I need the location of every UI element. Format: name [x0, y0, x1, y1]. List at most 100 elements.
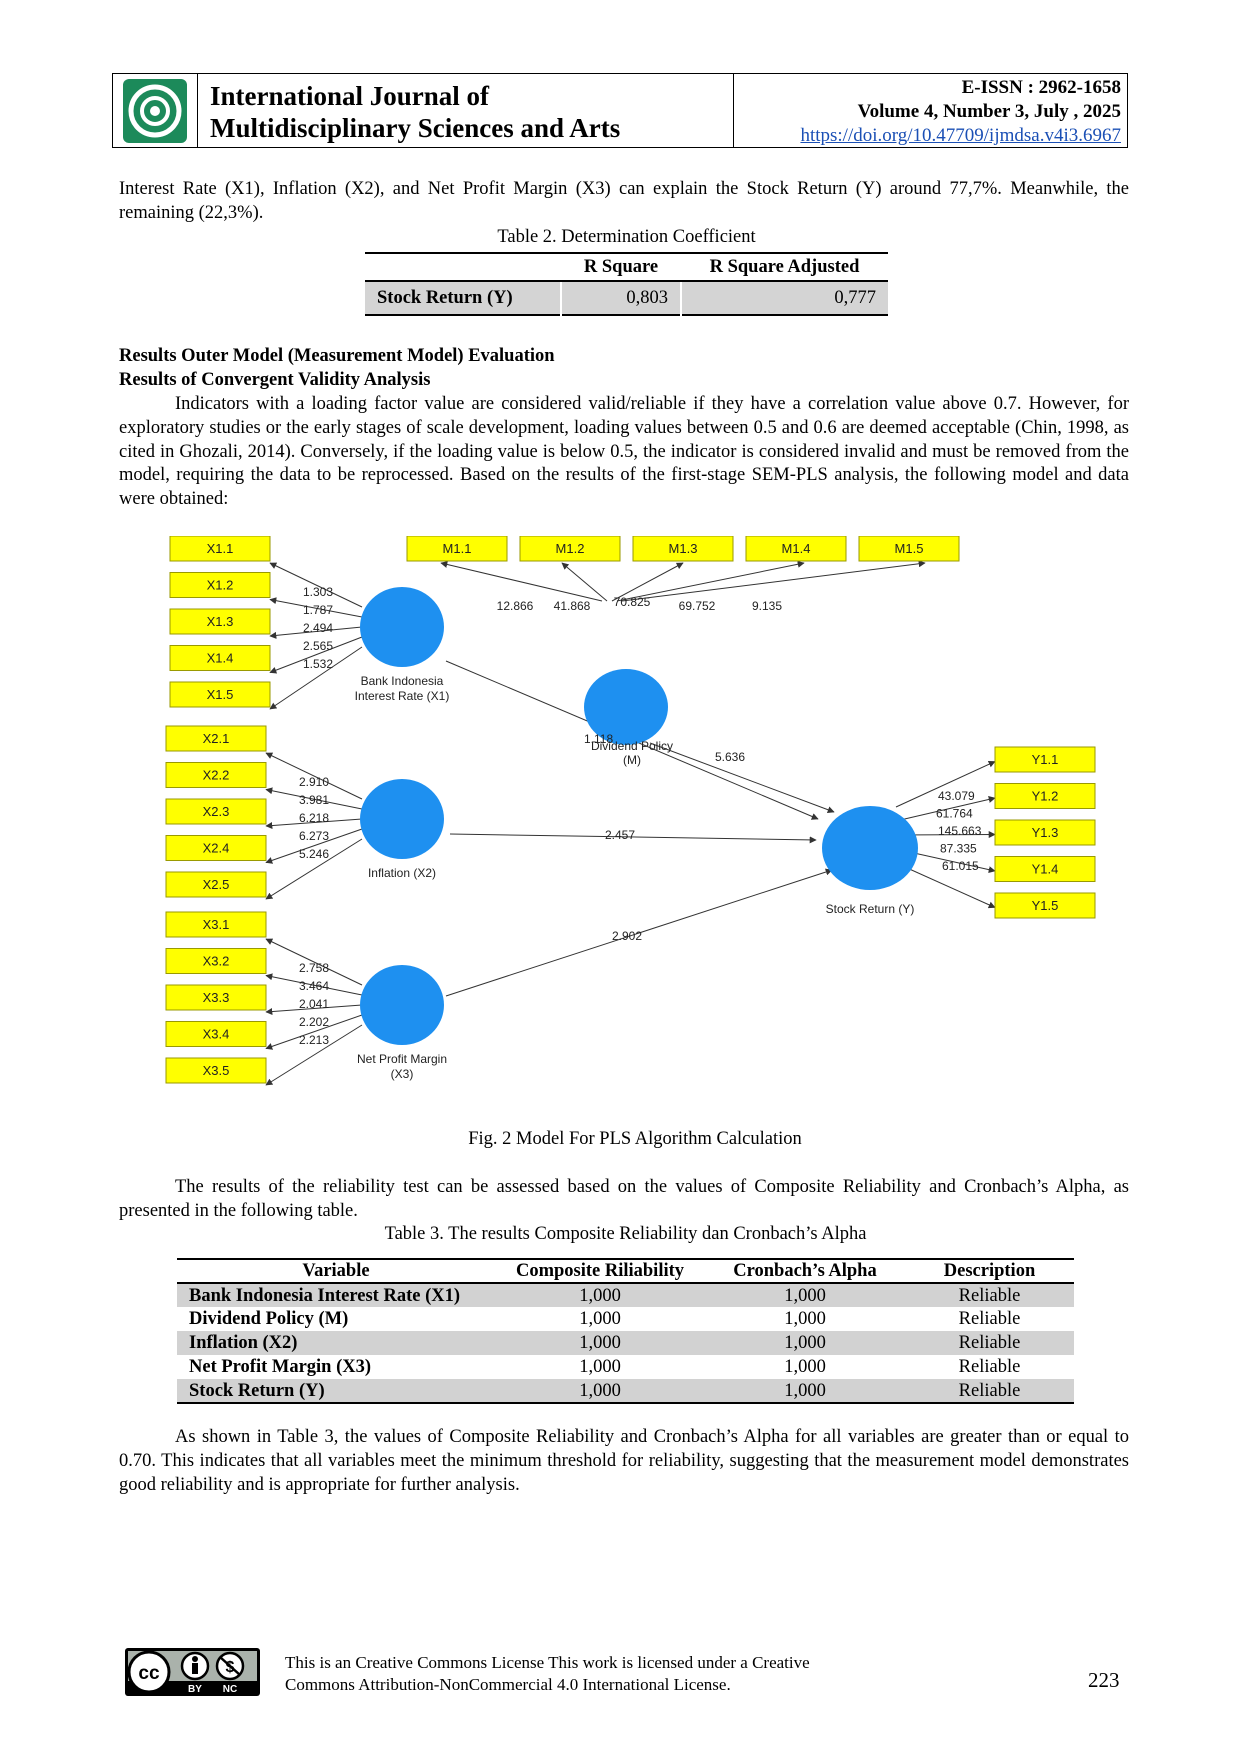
- table-header-row: R Square R Square Adjusted: [365, 253, 888, 282]
- x1-indicator-box-label: X1.2: [207, 578, 234, 593]
- x3-indicator-box: [165, 911, 267, 938]
- license-line1: This is an Creative Commons License This…: [285, 1653, 810, 1672]
- journal-logo-icon: [123, 78, 187, 143]
- m-indicator-box-label: M1.5: [895, 541, 924, 556]
- doi-link[interactable]: https://doi.org/10.47709/ijmdsa.v4i3.696…: [800, 125, 1121, 146]
- table-cell: 0,803: [560, 281, 681, 315]
- x1-indicator-box-label: X1.3: [207, 614, 234, 629]
- y-loading-arrow: [895, 760, 996, 808]
- creative-commons-badge[interactable]: cc $ BY NC: [125, 1648, 260, 1696]
- table-row: Stock Return (Y) 0,803 0,777: [365, 281, 888, 315]
- x3-loading-arrow: [265, 973, 363, 996]
- table-cell: 1,000: [495, 1283, 705, 1307]
- table-header-cell: Composite Riliability: [495, 1259, 705, 1284]
- m-indicator-box: [406, 536, 508, 562]
- x2-construct-node: [360, 779, 444, 859]
- page-number: 223: [1088, 1668, 1120, 1692]
- svg-text:cc: cc: [138, 1663, 160, 1684]
- table-cell: 1,000: [705, 1379, 905, 1403]
- y-loading-value: 87.335: [940, 842, 977, 856]
- x1-indicator-box-label: X1.4: [207, 651, 234, 666]
- table-row: Bank Indonesia Interest Rate (X1) 1,000 …: [177, 1283, 1074, 1307]
- paragraph-convergent-validity: Indicators with a loading factor value a…: [119, 394, 1129, 510]
- x3-loading-value: 2.202: [299, 1015, 329, 1029]
- x3-construct-label: Net Profit Margin: [357, 1052, 447, 1066]
- x1-indicator-box: [169, 536, 271, 562]
- m-construct-label: (M): [623, 753, 641, 767]
- table-cell: Reliable: [905, 1331, 1074, 1355]
- y-loading-value: 145.663: [938, 824, 982, 838]
- x3-construct-node: [360, 965, 444, 1045]
- x2-indicator-box: [165, 725, 267, 752]
- x3-indicator-box-label: X3.1: [203, 917, 230, 932]
- y-indicator-box: [994, 746, 1096, 773]
- x3-indicator-box: [165, 984, 267, 1011]
- volume-info: Volume 4, Number 3, July , 2025: [857, 101, 1121, 122]
- table-cell: 1,000: [784, 1357, 826, 1377]
- table-row: Inflation (X2) 1,000 1,000 Reliable: [177, 1331, 1074, 1355]
- x1-indicator-box: [169, 572, 271, 598]
- y-loading-value: 43.079: [938, 789, 975, 803]
- x1-indicator-box-label: X1.1: [207, 541, 234, 556]
- m-loading-value: 12.866: [497, 599, 534, 613]
- x2-loading-arrow: [265, 752, 363, 800]
- y-indicator-box-label: Y1.1: [1032, 752, 1059, 767]
- determination-coefficient-table: R Square R Square Adjusted Stock Return …: [365, 252, 888, 316]
- x2-loading-value: 5.246: [299, 847, 329, 861]
- m-loading-arrow: [621, 560, 926, 602]
- x1-loading-value: 2.494: [303, 621, 333, 635]
- table-row: Net Profit Margin (X3) 1,000 1,000 Relia…: [177, 1355, 1074, 1379]
- x2-indicator-box: [165, 798, 267, 825]
- x1-loading-arrow: [269, 636, 363, 674]
- table-cell: 1,000: [579, 1309, 621, 1329]
- x3-loading-arrow: [265, 1004, 363, 1016]
- x2-indicator-box-label: X2.5: [203, 877, 230, 892]
- x2-indicator-box: [165, 871, 267, 898]
- journal-header: International Journal of Multidisciplina…: [112, 73, 1128, 148]
- table-cell: Stock Return (Y): [177, 1379, 495, 1403]
- table-row: Stock Return (Y) 1,000 1,000 Reliable: [177, 1379, 1074, 1403]
- path-x3-y-value: 2.902: [612, 929, 642, 943]
- x2-loading-value: 6.273: [299, 829, 329, 843]
- table-cell: Stock Return (Y): [365, 281, 561, 315]
- x1-loading-value: 1.532: [303, 657, 333, 671]
- path-x2-y-value: 2.457: [605, 828, 635, 842]
- m-loading-arrow: [616, 560, 805, 602]
- y-indicator-box: [994, 892, 1096, 919]
- x3-indicator-box-label: X3.5: [203, 1063, 230, 1078]
- path-x2-y: [449, 833, 817, 844]
- section-heading: Results Outer Model (Measurement Model) …: [119, 346, 555, 366]
- table-cell: Dividend Policy (M): [189, 1309, 349, 1329]
- x2-construct-label: Inflation (X2): [368, 866, 436, 880]
- y-loading-arrow: [895, 796, 996, 822]
- license-text: This is an Creative Commons License This…: [285, 1652, 925, 1696]
- y-construct-label: Stock Return (Y): [826, 902, 915, 916]
- y-loading-value: 61.764: [936, 807, 973, 821]
- x3-construct-label: (X3): [391, 1067, 414, 1081]
- table-cell: Reliable: [905, 1283, 1074, 1307]
- m-indicator-box: [519, 536, 621, 562]
- journal-logo: [113, 74, 198, 147]
- m-loading-value: 70.825: [614, 595, 651, 609]
- x2-loading-value: 6.218: [299, 811, 329, 825]
- y-loading-arrow: [895, 862, 996, 909]
- x3-loading-arrow: [265, 1024, 363, 1086]
- m-loading-value: 41.868: [554, 599, 591, 613]
- m-loading-arrow: [561, 562, 608, 602]
- x3-indicator-box-label: X3.3: [203, 990, 230, 1005]
- x1-construct-label: Interest Rate (X1): [355, 689, 450, 703]
- cc-by-label: BY: [188, 1684, 202, 1695]
- x3-loading-value: 2.213: [299, 1033, 329, 1047]
- y-indicator-box: [994, 783, 1096, 809]
- x3-loading-arrow: [265, 938, 363, 986]
- x3-indicator-box-label: X3.2: [203, 954, 230, 969]
- table-header-row: Variable Composite Riliability Cronbach’…: [177, 1259, 1074, 1284]
- table-cell: Inflation (X2): [177, 1331, 495, 1355]
- m-indicator-box: [858, 536, 960, 562]
- x3-indicator-box: [165, 1021, 267, 1047]
- table-cell: 1,000: [705, 1331, 905, 1355]
- path-x3-y: [445, 868, 833, 997]
- x1-loading-arrow: [269, 562, 363, 608]
- x1-loading-value: 1.787: [303, 603, 333, 617]
- table-cell: Net Profit Margin (X3): [189, 1357, 372, 1377]
